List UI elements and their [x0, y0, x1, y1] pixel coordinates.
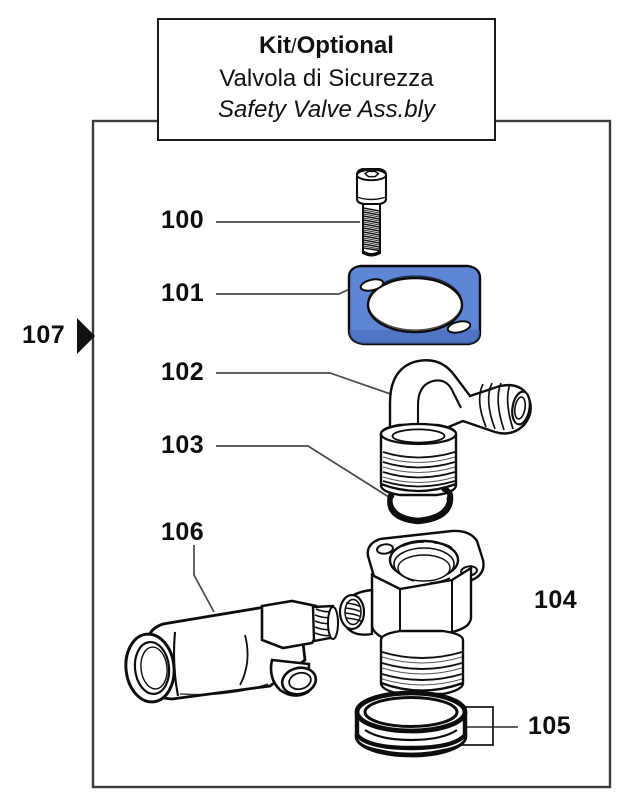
callout-label-100: 100: [161, 206, 205, 234]
callout-label-104: 104: [534, 586, 578, 614]
group-marker-107: [77, 318, 95, 354]
callout-label-106: 106: [161, 518, 205, 546]
title-heading-separator: /: [291, 36, 297, 58]
title-heading-kit: Kit: [259, 32, 292, 59]
part-102-elbow: [379, 359, 532, 497]
leader-106: [193, 545, 215, 613]
title-box: Kit/Optional Valvola di Sicurezza Safety…: [157, 18, 496, 141]
part-100-screw: [355, 167, 388, 257]
part-103-o-ring: [387, 486, 454, 525]
title-heading-optional: Optional: [296, 32, 394, 59]
callout-label-101: 101: [161, 279, 205, 307]
callout-label-105: 105: [528, 712, 572, 740]
callout-label-103: 103: [161, 431, 205, 459]
part-105-ring-pair: [354, 690, 468, 758]
callout-label-102: 102: [161, 358, 205, 386]
callout-label-107: 107: [22, 321, 66, 349]
title-subtitle-english: Safety Valve Ass.bly: [218, 95, 435, 123]
leader-103: [216, 445, 393, 500]
part-101-gasket: [347, 264, 482, 346]
part-106-tee-housing: [124, 599, 339, 704]
leader-101: [216, 282, 363, 295]
title-heading: Kit/Optional: [159, 32, 494, 59]
part-104-valve-body: [338, 529, 485, 696]
leader-102: [216, 372, 403, 399]
title-subtitle-italian: Valvola di Sicurezza: [219, 65, 434, 93]
